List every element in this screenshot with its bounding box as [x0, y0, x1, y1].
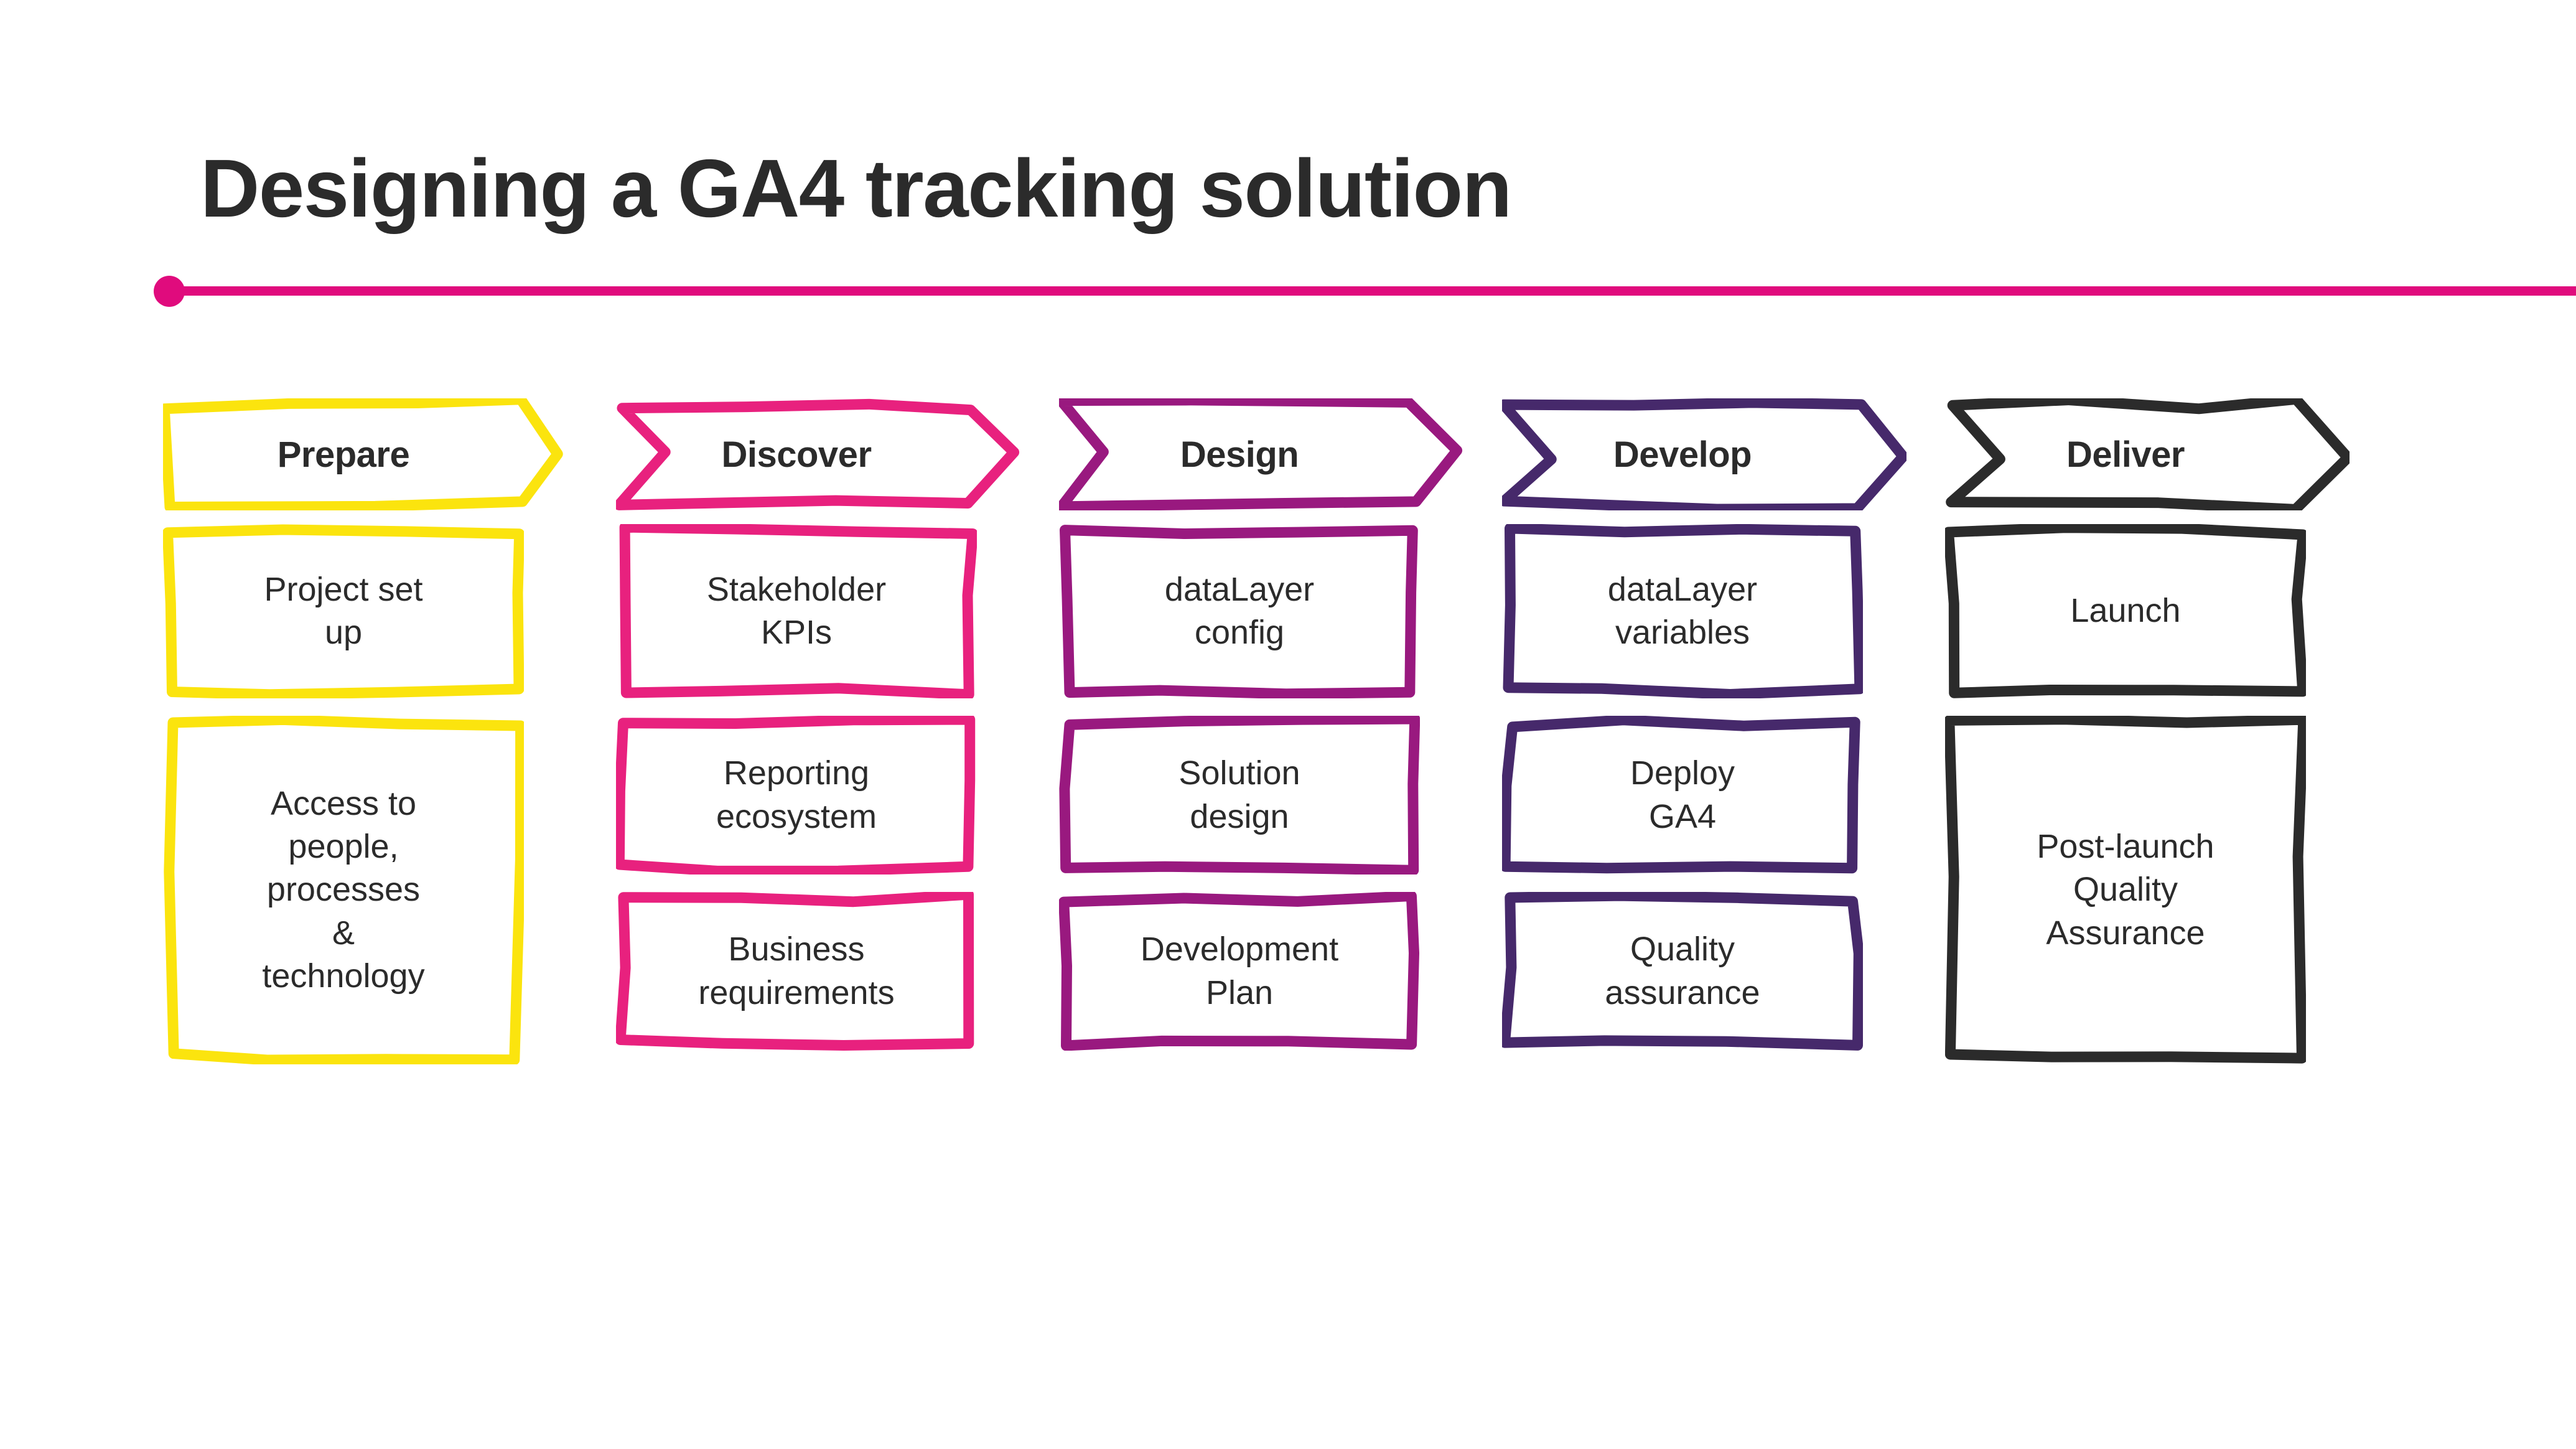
sketch-rectangle-icon: [1945, 524, 2306, 698]
stage-item-label: Development Plan: [1140, 931, 1339, 1011]
stage-header-develop[interactable]: Develop: [1502, 398, 1906, 510]
stage-item-label: Access to people, processes & technology: [262, 785, 425, 995]
title-block: Designing a GA4 tracking solution: [0, 0, 2576, 349]
stage-item-label: dataLayer config: [1164, 570, 1315, 651]
chevron-icon: [1502, 398, 1906, 510]
sketch-rectangle-icon: [1503, 524, 1863, 698]
stage-items: Project set up Access to people, processe…: [163, 524, 561, 1064]
sketch-rectangle-icon: [1059, 892, 1419, 1051]
stage-header-discover[interactable]: Discover: [616, 398, 1020, 510]
chevron-icon: [1946, 398, 2350, 510]
stage-item-label: Deploy GA4: [1630, 754, 1735, 835]
stage-header-prepare[interactable]: Prepare: [163, 398, 563, 510]
stage-item[interactable]: Development Plan: [1059, 892, 1420, 1051]
stage-item-label: Solution design: [1178, 754, 1300, 835]
stage-item-label: Business requirements: [698, 931, 895, 1011]
stage-item[interactable]: Access to people, processes & technology: [163, 716, 524, 1064]
stage-item[interactable]: Project set up: [163, 524, 524, 698]
stage-item[interactable]: dataLayer config: [1059, 524, 1420, 698]
stage-item[interactable]: dataLayer variables: [1502, 524, 1863, 698]
stage-item[interactable]: Launch: [1945, 524, 2306, 698]
stage-item[interactable]: Post-launch Quality Assurance: [1945, 716, 2306, 1064]
stage-item[interactable]: Solution design: [1059, 716, 1420, 875]
chevron-icon: [1059, 398, 1463, 510]
stage-item-label: Quality assurance: [1605, 931, 1760, 1011]
stage-header-design[interactable]: Design: [1059, 398, 1463, 510]
stage-item[interactable]: Quality assurance: [1502, 892, 1863, 1051]
sketch-rectangle-icon: [1945, 716, 2306, 1064]
sketch-rectangle-icon: [163, 524, 524, 698]
page-title: Designing a GA4 tracking solution: [200, 143, 1512, 234]
sketch-rectangle-icon: [1060, 525, 1418, 698]
stage-header-deliver[interactable]: Deliver: [1945, 398, 2350, 510]
stage-item-label: Post-launch Quality Assurance: [2037, 828, 2214, 952]
sketch-rectangle-icon: [616, 716, 976, 875]
chevron-icon: [163, 398, 563, 510]
sketch-rectangle-icon: [164, 716, 524, 1064]
stage-item-label: Stakeholder KPIs: [706, 570, 887, 651]
stage-item[interactable]: Stakeholder KPIs: [616, 524, 977, 698]
sketch-rectangle-icon: [1059, 716, 1420, 875]
chevron-icon: [616, 398, 1020, 510]
stage-item-label: dataLayer variables: [1607, 570, 1758, 651]
stage-item-label: Launch: [2070, 592, 2181, 630]
stage-item-label: Reporting ecosystem: [716, 754, 877, 835]
stage-item[interactable]: Business requirements: [616, 892, 977, 1051]
sketch-rectangle-icon: [619, 524, 977, 698]
divider-rule: [169, 286, 2576, 296]
sketch-rectangle-icon: [616, 892, 974, 1051]
sketch-rectangle-icon: [1502, 716, 1860, 874]
stage-item[interactable]: Deploy GA4: [1502, 716, 1863, 875]
stage-item[interactable]: Reporting ecosystem: [616, 716, 977, 875]
stage-item-label: Project set up: [264, 570, 423, 651]
sketch-rectangle-icon: [1502, 892, 1863, 1051]
